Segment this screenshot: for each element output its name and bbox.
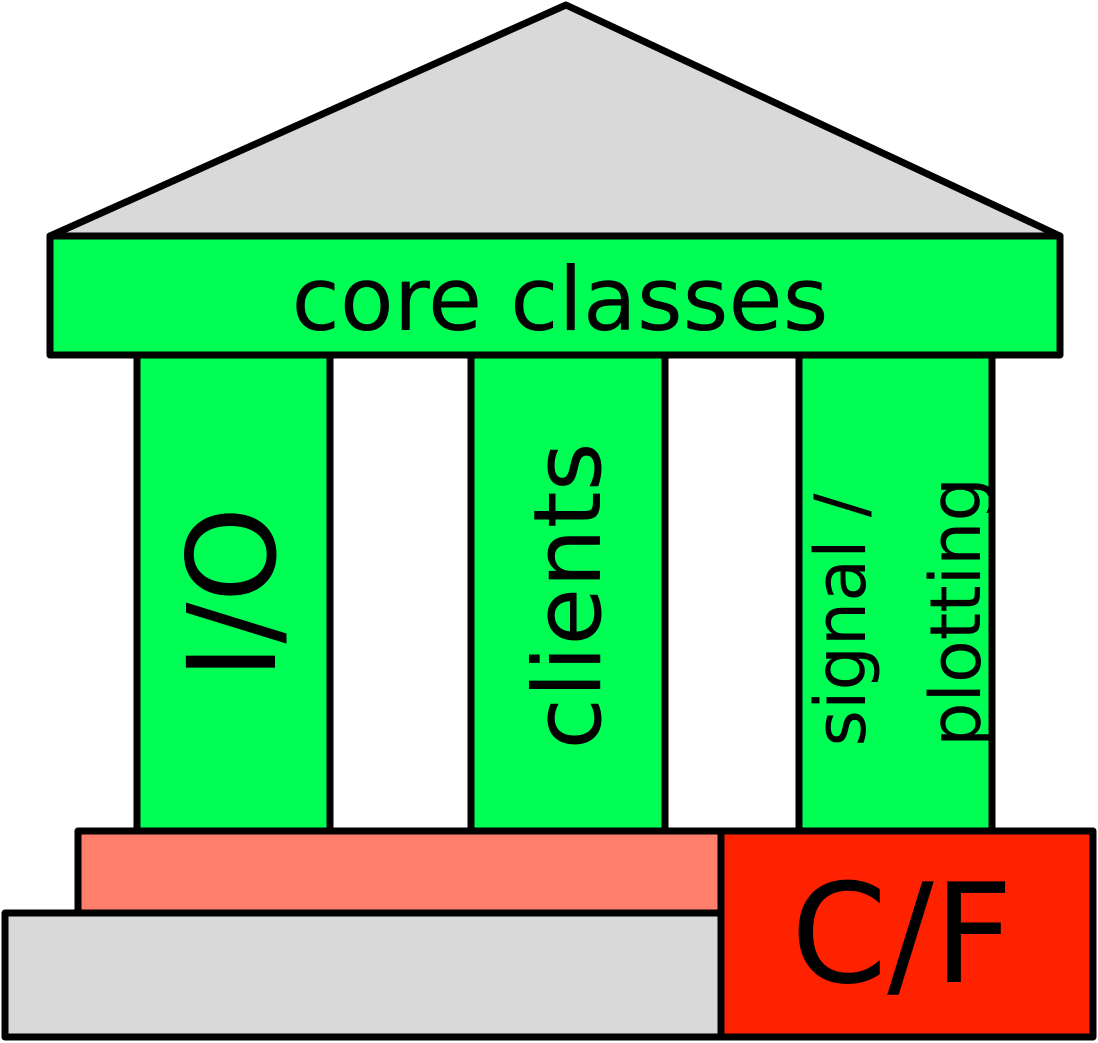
column-signal-label: signal / bbox=[800, 493, 882, 746]
column-clients-label: clients bbox=[514, 442, 623, 749]
column-signal-plotting bbox=[795, 351, 996, 835]
column-plotting-label: plotting bbox=[915, 477, 997, 747]
foundation-label: C/F bbox=[791, 854, 1013, 1015]
column-io bbox=[133, 351, 334, 835]
base-step-upper bbox=[74, 827, 725, 917]
core-classes-beam bbox=[46, 232, 1064, 359]
core-classes-label: core classes bbox=[291, 248, 828, 351]
column-io-label: I/O bbox=[162, 506, 304, 679]
base-step-lower bbox=[1, 909, 725, 1041]
roof-pediment bbox=[46, 1, 1064, 240]
foundation-block bbox=[717, 827, 1097, 1041]
